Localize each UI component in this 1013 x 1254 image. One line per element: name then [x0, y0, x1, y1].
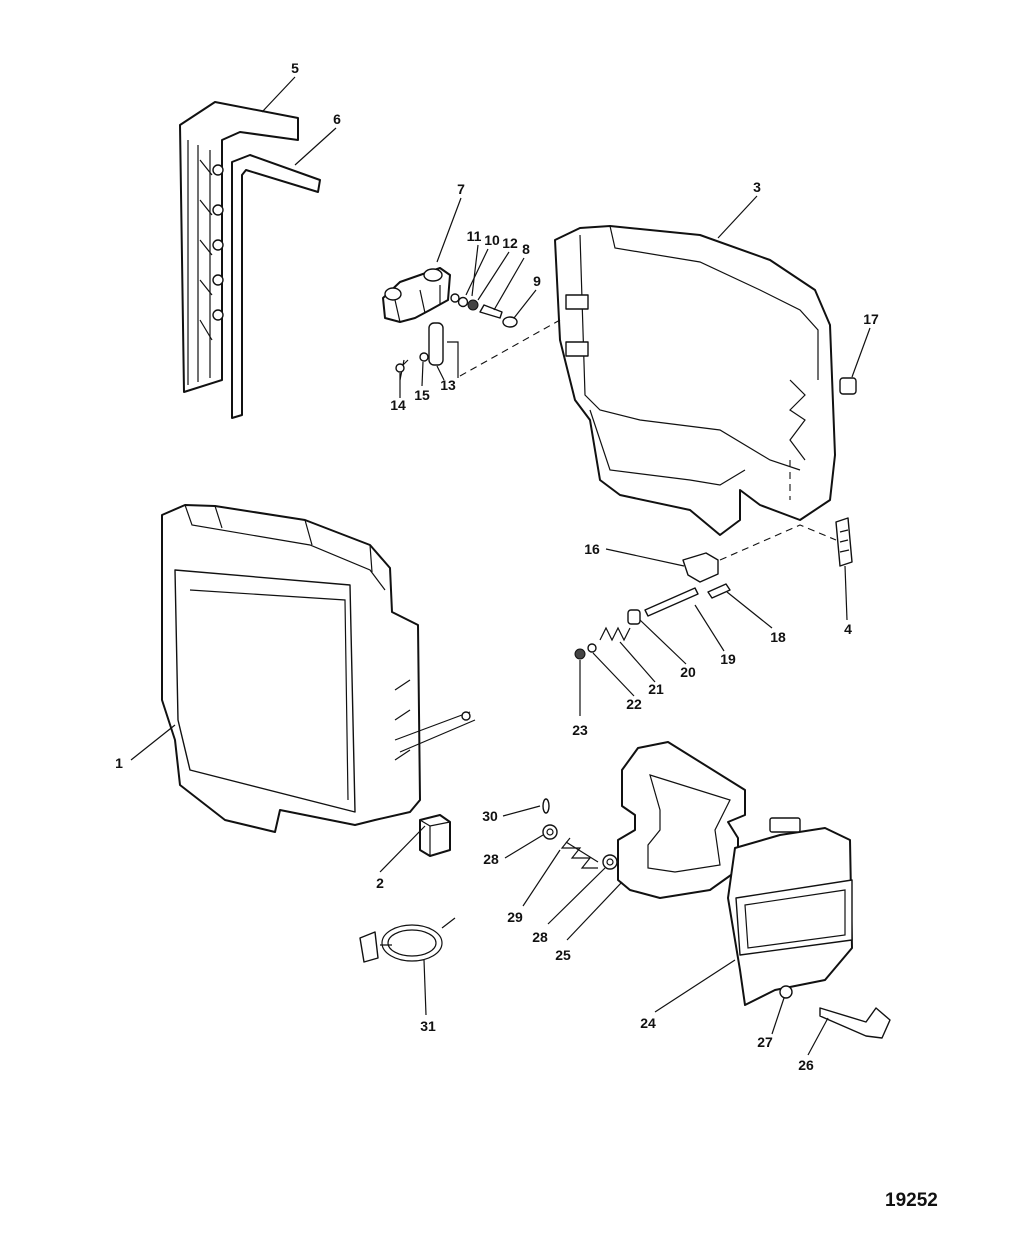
- hinge-alignment-line: [459, 319, 561, 377]
- figure-number: 19252: [885, 1190, 938, 1211]
- part-26-key-handle: [819, 1007, 891, 1039]
- part-2-block: [419, 814, 451, 857]
- callout-12: 12: [502, 235, 518, 251]
- part-13-hinge-pin: [428, 322, 444, 366]
- part-16-latch: [682, 552, 719, 583]
- part-19-rod: [644, 587, 699, 617]
- callout-30: 30: [482, 808, 498, 824]
- callout-25: 25: [555, 947, 571, 963]
- callout-13: 13: [440, 377, 456, 393]
- part-15-washer: [419, 352, 429, 362]
- callout-16: 16: [584, 541, 600, 557]
- part-28-washer-upper: [542, 824, 558, 840]
- callout-3: 3: [753, 179, 761, 195]
- part-31-lanyard: [359, 917, 456, 963]
- part-3-rear-housing: [554, 225, 836, 536]
- part-1-front-cowl: [161, 504, 421, 833]
- part-18-screw: [707, 583, 731, 599]
- part-23-nut: [574, 648, 586, 660]
- callout-26: 26: [798, 1057, 814, 1073]
- callout-10: 10: [484, 232, 500, 248]
- callout-7: 7: [457, 181, 465, 197]
- callout-28-lower: 28: [532, 929, 548, 945]
- part-8-bolt: [479, 304, 503, 319]
- callout-20: 20: [680, 664, 696, 680]
- callout-1: 1: [115, 755, 123, 771]
- part-6-seal-strip: [231, 154, 321, 419]
- callout-18: 18: [770, 629, 786, 645]
- part-9-cap: [502, 316, 518, 328]
- part-30-pin: [542, 798, 550, 814]
- part-25-gasket: [617, 741, 746, 899]
- callout-5: 5: [291, 60, 299, 76]
- part-4-latch-plate: [835, 517, 853, 567]
- callout-22: 22: [626, 696, 642, 712]
- callout-labels: 5 6 3 7 11 10 12 8 9 17 14 15 13 16 4 18…: [115, 60, 879, 1073]
- part-29-spring: [560, 837, 599, 869]
- part-24-access-panel: [727, 817, 853, 1006]
- callout-6: 6: [333, 111, 341, 127]
- callout-29: 29: [507, 909, 523, 925]
- leader-lines: [130, 76, 871, 1056]
- part-14-screw: [395, 359, 409, 381]
- latch-alignment-line: [719, 460, 837, 561]
- callout-19: 19: [720, 651, 736, 667]
- callout-11: 11: [467, 228, 482, 244]
- part-17-clip: [839, 377, 857, 395]
- part-7-hinge-bracket: [382, 267, 451, 323]
- callout-31: 31: [420, 1018, 436, 1034]
- callout-14: 14: [390, 397, 406, 413]
- callout-21: 21: [648, 681, 664, 697]
- callout-2: 2: [376, 875, 384, 891]
- callout-27: 27: [757, 1034, 773, 1050]
- part-22-washer: [587, 643, 597, 653]
- callout-24: 24: [640, 1015, 656, 1031]
- part-21-spring: [599, 626, 631, 642]
- part-12-nut: [467, 299, 479, 311]
- part-5-rail-assembly: [179, 101, 299, 393]
- cowl-linkage-rod: [394, 711, 476, 753]
- part-10-washer: [457, 296, 469, 308]
- part-11-washer: [450, 293, 460, 303]
- callout-17: 17: [863, 311, 879, 327]
- callout-4: 4: [844, 621, 852, 637]
- callout-8: 8: [522, 241, 530, 257]
- callout-23: 23: [572, 722, 588, 738]
- hinge-bracket-line: [447, 341, 459, 378]
- callout-9: 9: [533, 273, 541, 289]
- part-20-bushing: [627, 609, 641, 625]
- part-28-washer-lower: [602, 854, 618, 870]
- callout-15: 15: [414, 387, 430, 403]
- callout-28-upper: 28: [483, 851, 499, 867]
- part-27-washer: [779, 985, 793, 999]
